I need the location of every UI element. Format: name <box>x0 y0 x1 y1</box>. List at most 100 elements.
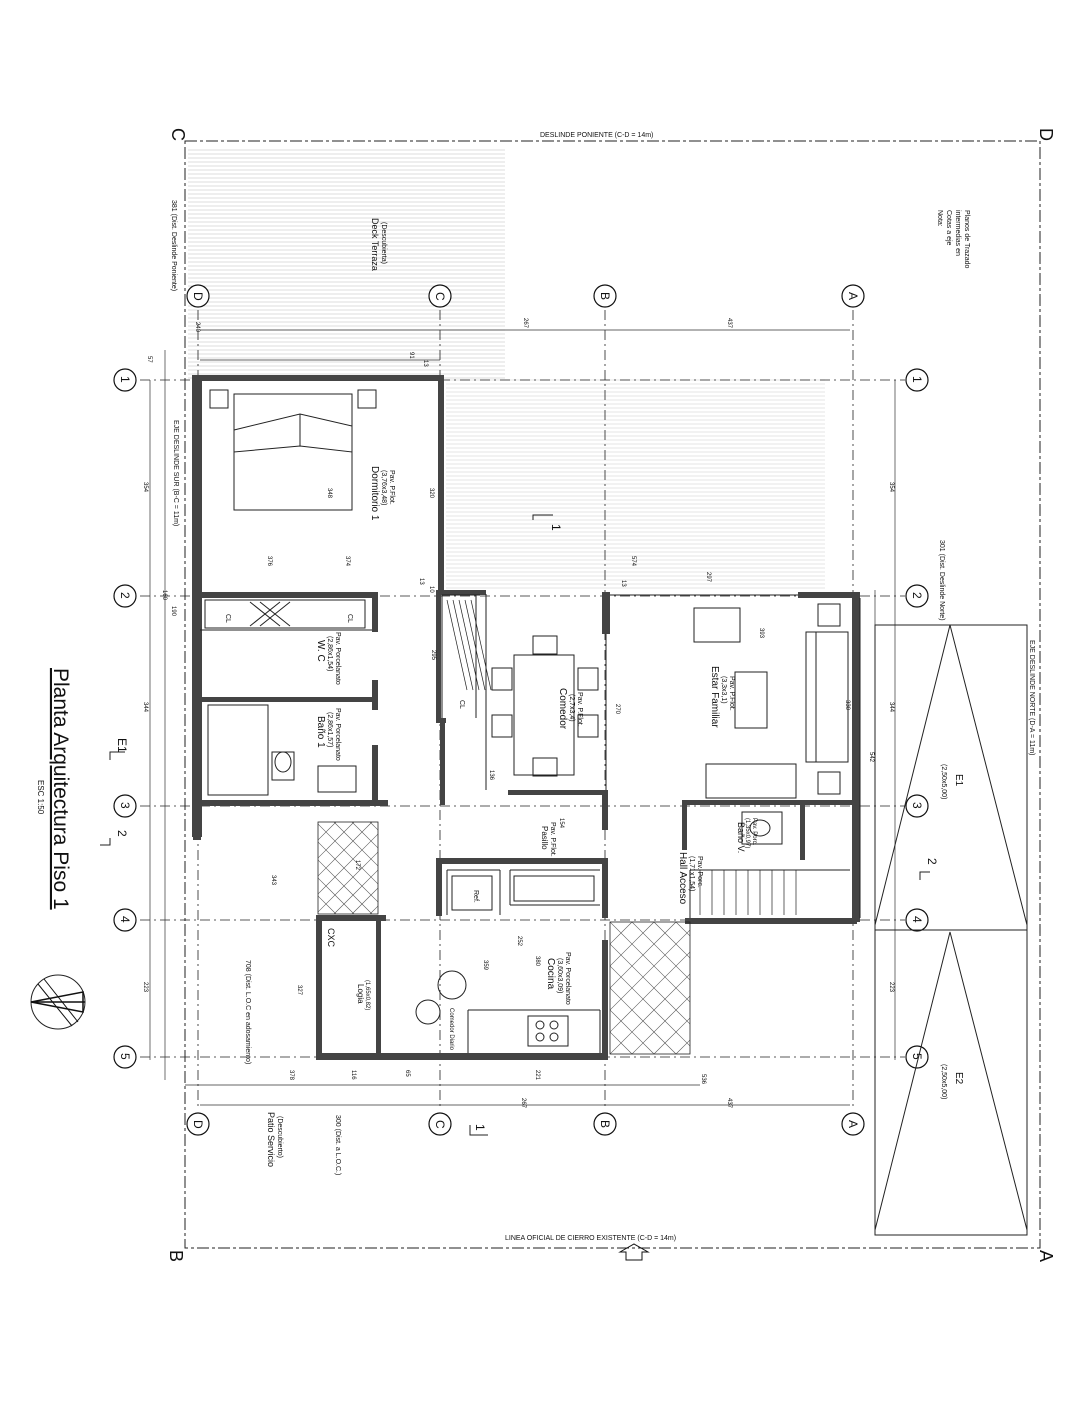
closet-wardrobe <box>204 599 366 629</box>
axis-col-b-top: B <box>593 284 617 308</box>
dim-inner-18: 380 <box>534 956 540 967</box>
label-estar: Estar Familiar (3,3x3,1) Pav. P.Flot. <box>709 666 735 728</box>
cxc-label: CXC <box>326 928 336 948</box>
bano-dims: (2,86x1,57) <box>326 712 333 747</box>
dim-inner-20: 221 <box>534 1070 540 1081</box>
axis-col-c-bottom: C <box>428 1112 452 1136</box>
axis-col-a-top: A <box>841 284 865 308</box>
deck-hatch <box>188 149 825 589</box>
dim-inner-17: 252 <box>516 936 522 947</box>
closet-label-2: CL <box>346 614 353 623</box>
dim-top-1: 437 <box>726 318 732 329</box>
dim-inner-28: 330 <box>844 700 850 711</box>
axis-row-1-right: 1 <box>905 368 929 392</box>
boundary-linea-oficial: LINEA OFICIAL DE CIERRO EXISTENTE (C-D =… <box>505 1235 676 1242</box>
dim-inner-7: 13 <box>418 578 424 585</box>
dim-inner-6: 295 <box>430 650 436 661</box>
closet-label-3: CL <box>458 700 465 709</box>
label-deck: Deck Terraza (Descubierta) <box>370 218 387 271</box>
walls <box>192 375 860 1060</box>
deck-sub: (Descubierta) <box>380 222 387 264</box>
dist-poniente: 381 (Dist. Deslinde Poniente) <box>170 200 177 291</box>
axis-row-4-left: 4 <box>113 908 137 932</box>
axis-row-3-right-label: 3 <box>910 802 924 809</box>
dim-inner-30: 374 <box>344 556 350 567</box>
dist-norte: 301 (Dist. Deslinde Norte) <box>938 540 945 621</box>
boundary-sur: EJE DESLINDE SUR (B-C = 11m) <box>172 420 179 526</box>
logia-name: Logia <box>356 984 365 1004</box>
section-1-bottom: 1 <box>473 1124 487 1131</box>
axis-row-5-right: 5 <box>905 1045 929 1069</box>
cocina-floor: Pav. Porcelanato <box>564 952 571 1005</box>
dim-inner-0: 57 <box>146 356 152 363</box>
note-line-4: Planos de Trazado <box>963 210 970 268</box>
bed <box>209 389 377 511</box>
comedor-floor: Pav. P.Flot. <box>576 692 583 727</box>
patio-sub: (Descubierto) <box>276 1116 283 1158</box>
axis-col-d-bottom-label: D <box>191 1120 205 1129</box>
comedor-diario-label: Comedor Diario <box>448 1008 454 1051</box>
estar-name: Estar Familiar <box>709 666 720 728</box>
axis-row-1-right-label: 1 <box>910 376 924 383</box>
corner-c: C <box>168 128 188 141</box>
axis-col-b-bottom: B <box>593 1112 617 1136</box>
note-line-3: intermedias en <box>954 210 961 256</box>
axis-col-c-bottom-label: C <box>433 1120 447 1129</box>
label-pasillo: Pasillo Pav. P.Flot. <box>540 822 556 857</box>
dim-left-0: 354 <box>142 482 148 493</box>
partitions <box>200 594 861 1053</box>
dim-inner-5: 348 <box>326 488 332 499</box>
dim-bottom-0: 267 <box>520 1098 526 1109</box>
axis-col-a-bottom: A <box>841 1112 865 1136</box>
bano-visita-name: Baño V. <box>736 822 746 853</box>
axis-row-1-left-label: 1 <box>118 376 132 383</box>
exterior-pavement-hatch <box>317 821 691 1055</box>
dim-inner-10: 13 <box>620 580 626 587</box>
dim-left-2: 223 <box>142 982 148 993</box>
dim-inner-23: 378 <box>288 1070 294 1081</box>
pasillo-floor: Pav. P.Flot. <box>549 822 556 857</box>
estar-dims: (3,3x3,1) <box>720 676 727 704</box>
e2-name: E2 <box>953 1072 964 1085</box>
dim-bottom-1: 437 <box>726 1098 732 1109</box>
label-bano-visita: Baño V. (1,35x0,97) Pav. Porc. <box>736 818 757 853</box>
section-marks: 1 1 2 2 E1 <box>100 514 939 1136</box>
dormitorio-dims: (3,76x3,48) <box>380 470 387 505</box>
axis-row-3-right: 3 <box>905 794 929 818</box>
dim-inner-19: 359 <box>482 960 488 971</box>
hall-name: Hall Acceso <box>677 852 688 905</box>
dim-inner-24: 320 <box>428 488 434 499</box>
label-dormitorio: Dormitorio 1 (3,76x3,48) Pav. P.Flot. <box>369 466 395 521</box>
axis-row-4-right-label: 4 <box>910 916 924 923</box>
dim-inner-25: 270 <box>614 704 620 715</box>
access-arrow-icon <box>618 1243 650 1261</box>
dim-inner-26: 136 <box>488 770 494 781</box>
fridge-label: Ref. <box>472 890 479 903</box>
axis-row-4-left-label: 4 <box>118 916 132 923</box>
dim-inner-16: 327 <box>296 985 302 996</box>
axis-col-c-top: C <box>428 284 452 308</box>
hall-floor: Pav. Porc. <box>696 856 703 888</box>
bano-name: Baño 1 <box>315 716 326 748</box>
e2-dims: (2,50x5,00) <box>940 1064 947 1099</box>
bano-floor: Pav. Porcelanato <box>334 708 341 761</box>
axis-col-d-top: D <box>186 284 210 308</box>
dormitorio-name: Dormitorio 1 <box>369 466 380 521</box>
dining-table <box>491 635 599 777</box>
axis-row-2-left-label: 2 <box>118 592 132 599</box>
plan-scale: ESC 1:50 <box>36 780 45 815</box>
dim-inner-29: 393 <box>758 628 764 639</box>
axis-col-a-bottom-label: A <box>846 1120 860 1128</box>
dim-inner-2: 91 <box>408 352 414 359</box>
label-hall: Hall Acceso (1,71x1,54) Pav. Porc. <box>677 852 703 905</box>
axis-row-1-left: 1 <box>113 368 137 392</box>
dim-inner-15: 343 <box>270 875 276 886</box>
cocina-name: Cocina <box>545 958 556 990</box>
dim-inner-1: 240 <box>194 322 200 333</box>
axis-row-4-right: 4 <box>905 908 929 932</box>
section-e1-left: E1 <box>115 738 129 753</box>
dim-inner-3: 13 <box>422 360 428 367</box>
ext-stair <box>446 599 492 691</box>
